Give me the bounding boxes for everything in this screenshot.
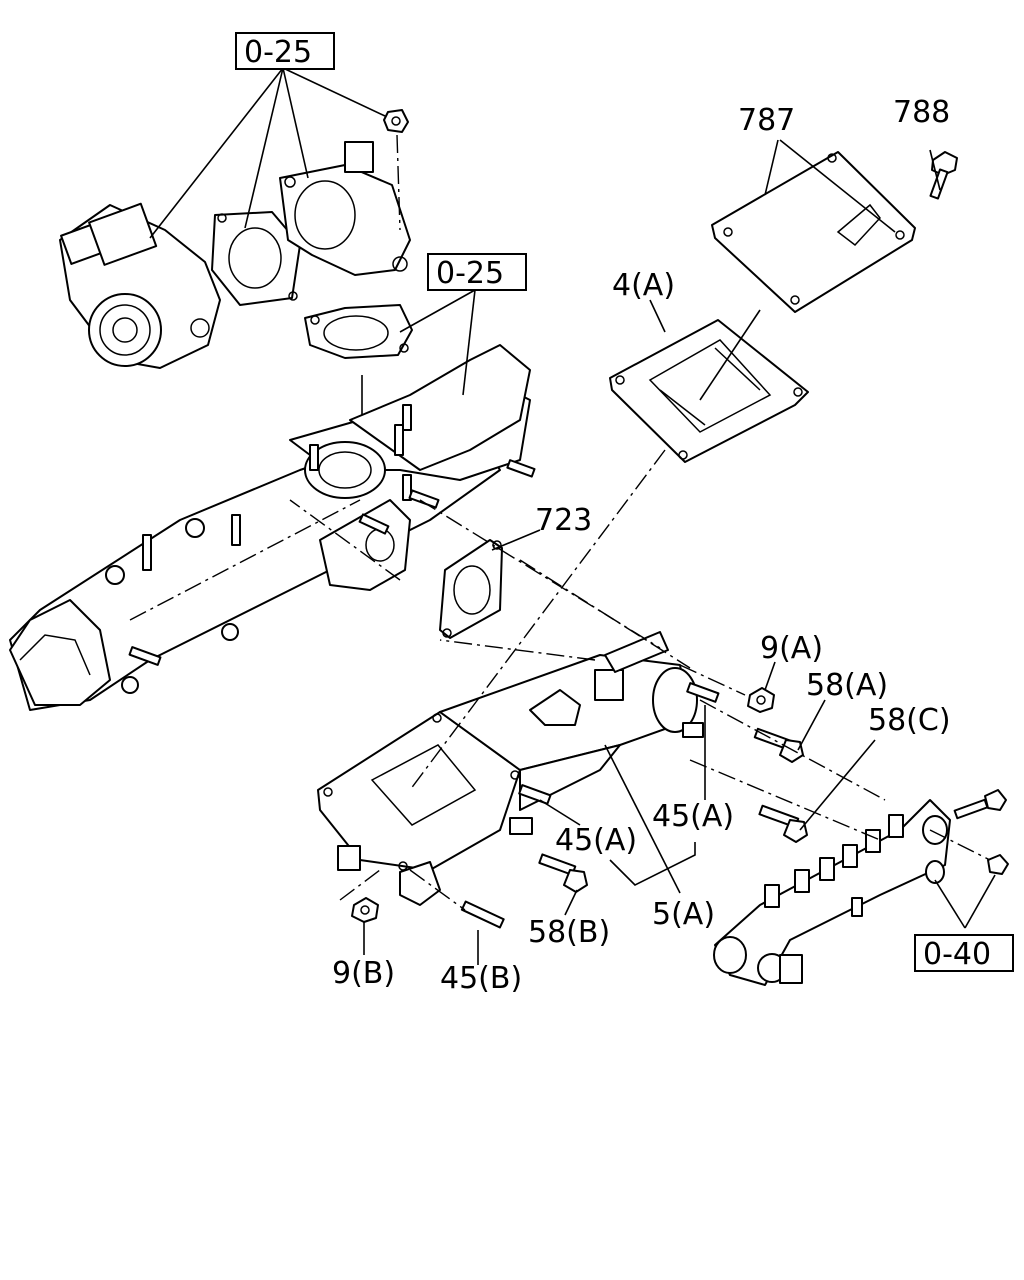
label-4a: 4(A) [612, 268, 675, 303]
bolt-788 [929, 151, 958, 200]
throttle-adapter [279, 141, 411, 276]
label-45b: 45(B) [440, 961, 522, 996]
plenum-5a [317, 631, 704, 906]
ref-label-rail: 0-40 [923, 937, 991, 972]
nut-9a [747, 687, 775, 713]
nut-9b [351, 897, 379, 923]
label-788: 788 [893, 95, 950, 130]
throttle-gasket [211, 211, 301, 306]
label-5a: 5(A) [652, 897, 715, 932]
gasket-723 [439, 539, 503, 639]
cover-787 [711, 151, 916, 313]
stud-45b [460, 900, 505, 929]
nut-top [383, 109, 409, 133]
ref-box-mid [427, 253, 527, 291]
throttle-body [59, 202, 221, 369]
ref-label-mid: 0-25 [436, 256, 504, 291]
label-9b: 9(B) [332, 956, 395, 991]
ref-label-top: 0-25 [244, 35, 312, 70]
label-58a: 58(A) [806, 668, 888, 703]
ref-box-rail [914, 934, 1014, 972]
label-45a-right: 45(A) [652, 799, 734, 834]
gasket-4a [609, 319, 809, 463]
fuel-rail [713, 789, 1009, 986]
label-723: 723 [535, 503, 592, 538]
bolt-58c [758, 804, 808, 843]
label-787: 787 [738, 103, 795, 138]
leader-lines [149, 67, 996, 965]
stud-45a-lower [518, 784, 552, 805]
label-9a: 9(A) [760, 631, 823, 666]
label-45a-left: 45(A) [555, 823, 637, 858]
bolt-58b [538, 853, 588, 893]
stud-45a-upper [686, 682, 720, 703]
ref-box-top [235, 32, 335, 70]
label-58b: 58(B) [528, 915, 610, 950]
label-58c: 58(C) [868, 703, 951, 738]
intake-manifold [9, 344, 536, 711]
gasket-mid [304, 304, 413, 359]
